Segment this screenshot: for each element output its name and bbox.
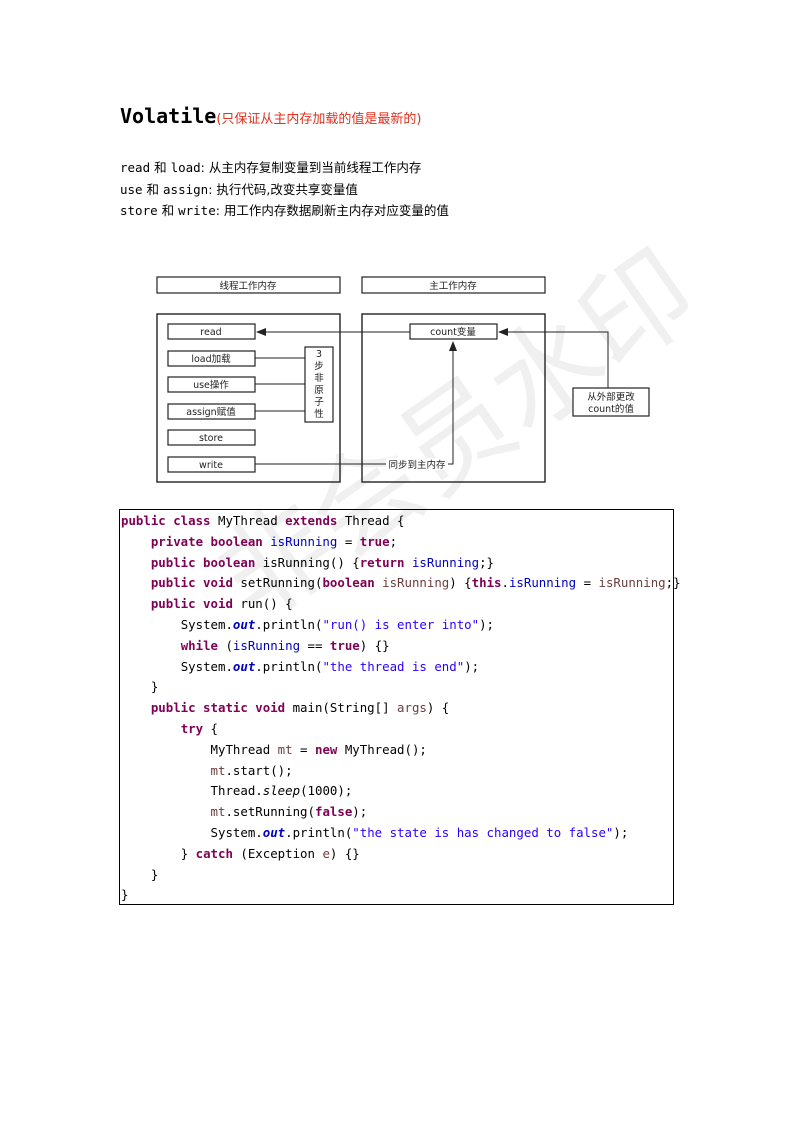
external-change-line1: 从外部更改 <box>587 391 635 403</box>
thread-memory-label: 线程工作内存 <box>219 280 277 292</box>
thread-memory-box <box>156 313 341 483</box>
external-change-box <box>572 387 650 417</box>
main-memory-label: 主工作内存 <box>429 280 477 292</box>
desc-line-2: use 和 assign: 执行代码,改变共享变量值 <box>120 179 358 198</box>
desc-keyword: store <box>120 203 158 218</box>
code-line: } <box>121 887 129 903</box>
desc-keyword: read <box>120 160 151 175</box>
memory-diagram: 线程工作内存 主工作内存 read load加载 use操作 assign赋值 … <box>156 276 650 483</box>
op-assign-label: assign赋值 <box>186 406 236 418</box>
title-main: Volatile <box>120 104 217 128</box>
code-line: mt.setRunning(false); <box>210 804 368 820</box>
write-arrow <box>255 341 457 465</box>
main-memory-box <box>361 313 546 483</box>
desc-line-1: read 和 load: 从主内存复制变量到当前线程工作内存 <box>120 157 421 176</box>
non-atomic-char: 性 <box>314 408 324 420</box>
main-memory-header <box>361 276 546 294</box>
code-line: try { <box>180 720 218 736</box>
code-line: System.out.println("the state is has cha… <box>210 824 629 840</box>
desc-text: : 用工作内存数据刷新主内存对应变量的值 <box>215 203 449 218</box>
desc-and: 和 <box>150 160 171 175</box>
non-atomic-char: 非 <box>314 372 324 384</box>
non-atomic-char: 步 <box>314 361 324 372</box>
code-line: } <box>150 679 159 695</box>
thread-memory-header <box>156 276 341 294</box>
op-read-label: read <box>200 327 221 338</box>
code-line: public void run() { <box>150 596 293 612</box>
op-use-label: use操作 <box>193 379 229 391</box>
code-line: } <box>150 866 159 882</box>
code-line: public class MyThread extends Thread { <box>121 513 405 528</box>
code-line: Thread.sleep(1000); <box>210 783 353 799</box>
non-atomic-char: 原 <box>314 385 324 396</box>
op-write-label: write <box>199 460 223 471</box>
count-var-label: count变量 <box>430 326 476 338</box>
op-store-box <box>167 429 256 446</box>
code-line: public void setRunning(boolean isRunning… <box>150 575 681 591</box>
op-load-label: load加载 <box>191 353 231 365</box>
desc-and: 和 <box>142 182 164 197</box>
desc-keyword: load <box>170 160 201 175</box>
op-store-label: store <box>199 433 223 444</box>
external-arrow <box>498 328 609 388</box>
code-line: while (isRunning == true) {} <box>180 637 390 653</box>
desc-keyword: use <box>120 182 143 197</box>
desc-keyword: assign <box>163 182 209 197</box>
desc-and: 和 <box>157 203 179 218</box>
code-line: public static void main(String[] args) { <box>150 700 450 716</box>
code-line: mt.start(); <box>210 762 293 778</box>
code-line: public boolean isRunning() {return isRun… <box>150 554 495 570</box>
op-read-box <box>167 323 256 340</box>
code-line: System.out.println("the thread is end"); <box>180 658 480 674</box>
title-note: (只保证从主内存加载的值是最新的) <box>216 112 422 127</box>
code-line: System.out.println("run() is enter into"… <box>180 616 495 632</box>
desc-line-3: store 和 write: 用工作内存数据刷新主内存对应变量的值 <box>120 200 449 219</box>
desc-keyword: write <box>178 203 216 218</box>
code-line: } catch (Exception e) {} <box>180 845 360 861</box>
code-block: public class MyThread extends Thread { p… <box>119 509 681 905</box>
non-atomic-box <box>304 346 334 423</box>
non-atomic-char: 子 <box>314 397 324 408</box>
sync-label: 同步到主内存 <box>388 459 446 471</box>
code-line: MyThread mt = new MyThread(); <box>210 741 427 757</box>
desc-text: : 执行代码,改变共享变量值 <box>208 182 358 197</box>
external-change-line2: count的值 <box>588 403 634 415</box>
page-title: Volatile(只保证从主内存加载的值是最新的) <box>120 104 421 128</box>
code-line: private boolean isRunning = true; <box>150 533 398 549</box>
desc-text: : 从主内存复制变量到当前线程工作内存 <box>200 160 422 175</box>
non-atomic-char: 3 <box>316 349 322 360</box>
